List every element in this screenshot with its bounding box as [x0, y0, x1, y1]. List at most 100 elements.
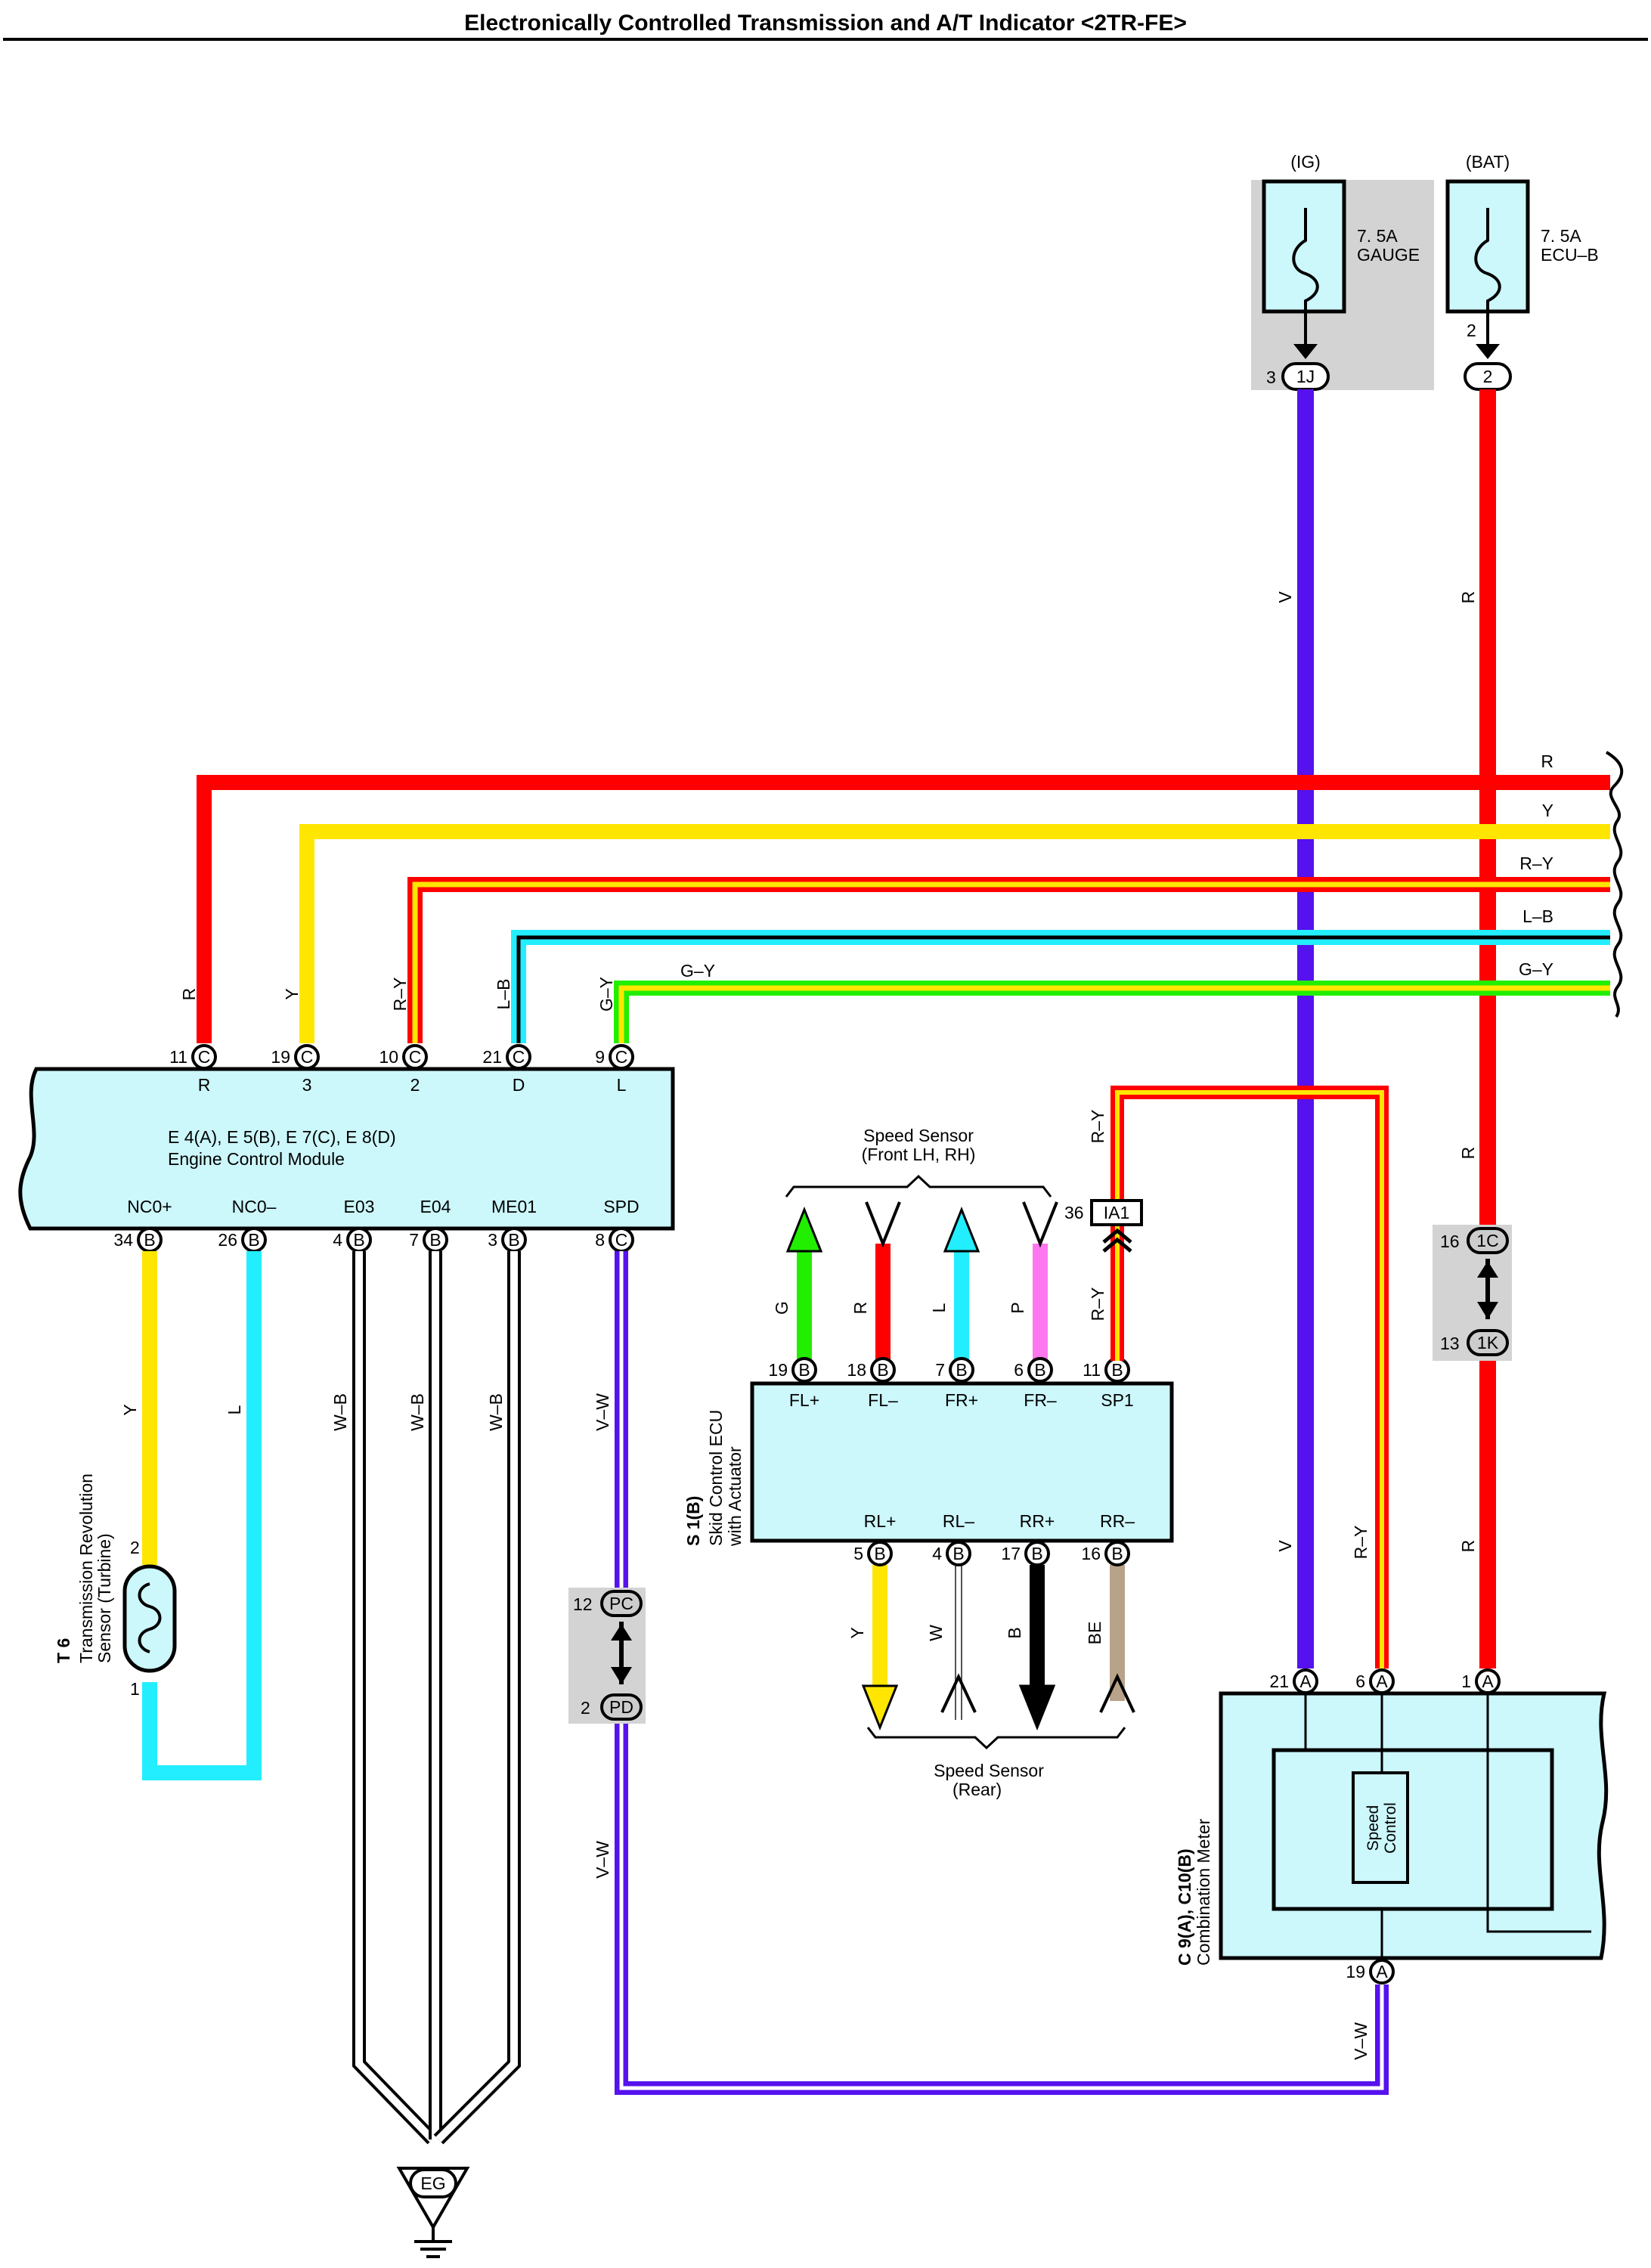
- wire-ry-bus-inner: [412, 881, 1610, 1043]
- ecm-top-4-pin-letter: C: [615, 1047, 628, 1067]
- skid-bottom-3-pin-number: 16: [1081, 1544, 1101, 1563]
- ecm-top-1-pin-letter: C: [301, 1047, 314, 1067]
- meter-top-1-pin-number: 6: [1355, 1672, 1365, 1691]
- skid-top-2-pin: [949, 1357, 974, 1383]
- ecm-top-0-pin: [191, 1044, 217, 1070]
- skid-top-2-pin-letter: B: [956, 1360, 967, 1380]
- gauge-fuse-arrow: [1293, 344, 1318, 359]
- wire-ry-bus-outer: [407, 877, 1610, 1043]
- meter-id: C 9(A), C10(B): [1175, 1848, 1194, 1966]
- wire-label-ry-ia1-lower: R–Y: [1088, 1287, 1107, 1321]
- skid-ecu-box: [750, 1381, 1174, 1543]
- meter-top-2-pin: [1475, 1668, 1501, 1694]
- t6-name-2: Sensor (Turbine): [94, 1533, 114, 1663]
- ecub-fuse-box: [1445, 179, 1530, 314]
- wire-vw-spd-inner: [619, 1251, 1384, 2090]
- gauge-fuse-rating: 7. 5A: [1357, 226, 1398, 246]
- ground-triangle: [396, 2167, 470, 2231]
- front-sensor-brace: [785, 1174, 1052, 1198]
- meter-top-2-pin-number: 1: [1461, 1672, 1471, 1691]
- ecub-fuse-name: ECU–B: [1541, 245, 1599, 265]
- wire-label-ry-ia1-upper: R–Y: [1088, 1110, 1107, 1144]
- junction-pd-bottom: [600, 1693, 643, 1721]
- ecm-top-1-pin: [294, 1044, 320, 1070]
- skid-rear-arrow-up-1: [940, 1673, 977, 1713]
- skid-bottom-2-pin-number: 17: [1001, 1544, 1021, 1563]
- meter-bottom-pin-letter: A: [1376, 1962, 1388, 1981]
- wire-ry-sp1-inner: [1115, 1090, 1384, 1668]
- bat-supply-label: (BAT): [1466, 152, 1510, 172]
- skid-front-arrow-up-2: [943, 1206, 980, 1253]
- ecub-fuse-icon: [1474, 208, 1501, 311]
- skid-top-0-pin: [791, 1357, 817, 1383]
- skid-top-0-pin-number: 19: [768, 1360, 788, 1380]
- t6-id: T 6: [54, 1638, 73, 1663]
- skid-rear-arrow-up-3: [1099, 1673, 1135, 1713]
- bat-connector-label: 2: [1483, 367, 1493, 386]
- skid-rear-arrow-down-0: [861, 1684, 899, 1731]
- ia1-chevron-2: [1102, 1237, 1132, 1253]
- junction-pc-label: PC: [609, 1594, 633, 1613]
- skid-rear-wire-label-1: W: [926, 1625, 946, 1641]
- skid-top-4-pin-number: 11: [1083, 1360, 1101, 1380]
- skid-bottom-2-pin-letter: B: [1031, 1544, 1042, 1563]
- skid-front-wire-label-3: P: [1008, 1302, 1027, 1313]
- ecm-bottom-3-pin-number: 7: [409, 1230, 419, 1250]
- ecm-bottom-5-pin-letter: C: [615, 1230, 628, 1250]
- junction-1c-arrow-down: [1477, 1302, 1498, 1319]
- skid-ecu-id: S 1(B): [683, 1496, 703, 1546]
- speed-control-label-1: Speed: [1364, 1805, 1382, 1851]
- wire-label-gy-mid: G–Y: [680, 961, 715, 981]
- bus-wire-label-0: R: [1541, 751, 1553, 771]
- ecm-bottom-2-pin-number: 4: [333, 1230, 342, 1250]
- ecm-bottom-1-pin-letter: B: [248, 1230, 259, 1250]
- skid-top-1-pin-letter: B: [877, 1360, 888, 1380]
- junction-1c-num: 16: [1440, 1232, 1460, 1251]
- skid-top-1-pin: [870, 1357, 896, 1383]
- ia1-pin-number: 36: [1064, 1203, 1084, 1222]
- junction-1c-top-label: 1C: [1476, 1231, 1498, 1250]
- ecm-term-bottom-1: NC0–: [232, 1197, 277, 1216]
- meter-top-1-pin: [1369, 1668, 1395, 1694]
- wire-label-nc0minus: L: [225, 1405, 244, 1414]
- skid-rear-arrow-down-2: [1018, 1684, 1056, 1731]
- bat-pin-number: 2: [1467, 321, 1476, 340]
- ecm-wire-label-top-0: R: [179, 988, 199, 1001]
- ecm-wire-label-top-3: L–B: [494, 979, 513, 1010]
- ecm-bottom-1-pin-number: 26: [218, 1230, 237, 1250]
- ig-pin-number: 3: [1266, 367, 1276, 387]
- gauge-fuse-name: GAUGE: [1357, 245, 1420, 265]
- ecm-id: E 4(A), E 5(B), E 7(C), E 8(D): [168, 1127, 396, 1147]
- ecm-bottom-0-pin-letter: B: [144, 1230, 155, 1250]
- ecm-term-bottom-4: ME01: [491, 1197, 537, 1216]
- skid-front-arrow-down-3: [1022, 1201, 1058, 1248]
- junction-pc-arrow-down: [611, 1667, 632, 1684]
- wire-r-bus: [197, 775, 1610, 1043]
- wire-label-r-upper: R: [1458, 591, 1478, 604]
- skid-rear-wire-label-2: B: [1005, 1627, 1024, 1638]
- diagram-title: Electronically Controlled Transmission a…: [464, 11, 1187, 36]
- skid-ecu-name-2: with Actuator: [725, 1446, 745, 1547]
- ground-wires: [352, 1251, 521, 2145]
- skid-term-top-2: FR+: [945, 1390, 978, 1410]
- ecm-term-top-1: 3: [302, 1075, 312, 1095]
- ecm-bottom-0-pin-number: 34: [113, 1230, 133, 1250]
- ground-label: EG: [420, 2174, 445, 2193]
- t6-name-1: Transmission Revolution: [76, 1473, 96, 1663]
- wire-label-ry-meter: R–Y: [1351, 1526, 1371, 1560]
- ia1-chevron-1: [1102, 1228, 1132, 1244]
- ecm-term-top-2: 2: [410, 1075, 420, 1095]
- wire-label-vw-lower: V–W: [593, 1841, 612, 1879]
- meter-int-r-return: [1486, 1750, 1591, 1933]
- wire-label-vw-meter: V–W: [1351, 2022, 1371, 2060]
- skid-top-0-pin-letter: B: [798, 1360, 810, 1380]
- wire-l-nc0minus: [142, 1251, 262, 1780]
- wire-lb-bus-inner: [516, 935, 1610, 1043]
- wire-label-e04: W–B: [407, 1393, 427, 1431]
- ecm-bottom-5-pin-number: 8: [595, 1230, 605, 1250]
- skid-ecu-name-1: Skid Control ECU: [706, 1410, 726, 1546]
- skid-bottom-0-pin-letter: B: [874, 1544, 885, 1563]
- ecm-term-bottom-2: E03: [344, 1197, 375, 1216]
- ecm-bottom-2-pin-letter: B: [353, 1230, 364, 1250]
